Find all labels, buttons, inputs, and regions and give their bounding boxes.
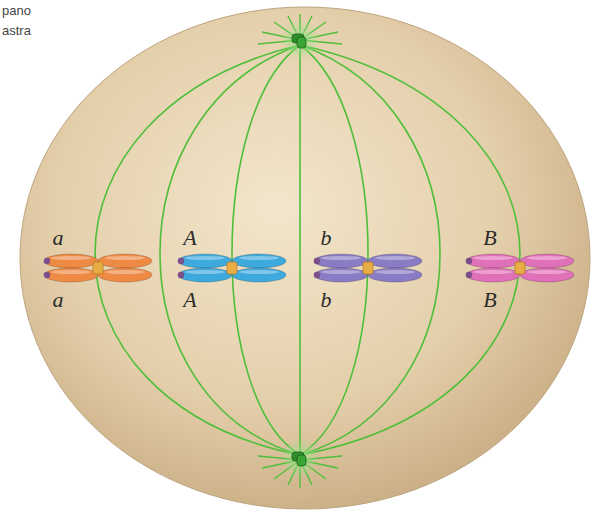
allele-label: a xyxy=(53,289,64,311)
aster-rays xyxy=(258,14,342,488)
allele-label: A xyxy=(183,227,196,249)
caption-fragment: astra xyxy=(2,24,31,37)
cell-body xyxy=(20,7,590,509)
allele-label: b xyxy=(321,227,332,249)
centrosome-top xyxy=(280,20,320,60)
allele-label: B xyxy=(483,289,496,311)
chromosome xyxy=(44,254,152,282)
spindle-fibers xyxy=(95,45,520,455)
allele-label: a xyxy=(53,227,64,249)
centrosome-bottom xyxy=(280,438,320,478)
allele-label: b xyxy=(321,289,332,311)
caption-fragment: pano xyxy=(2,4,31,17)
chromosome xyxy=(466,254,574,282)
allele-label: B xyxy=(483,227,496,249)
chromosome xyxy=(178,254,286,282)
allele-label: A xyxy=(183,289,196,311)
chromosome xyxy=(314,254,422,282)
